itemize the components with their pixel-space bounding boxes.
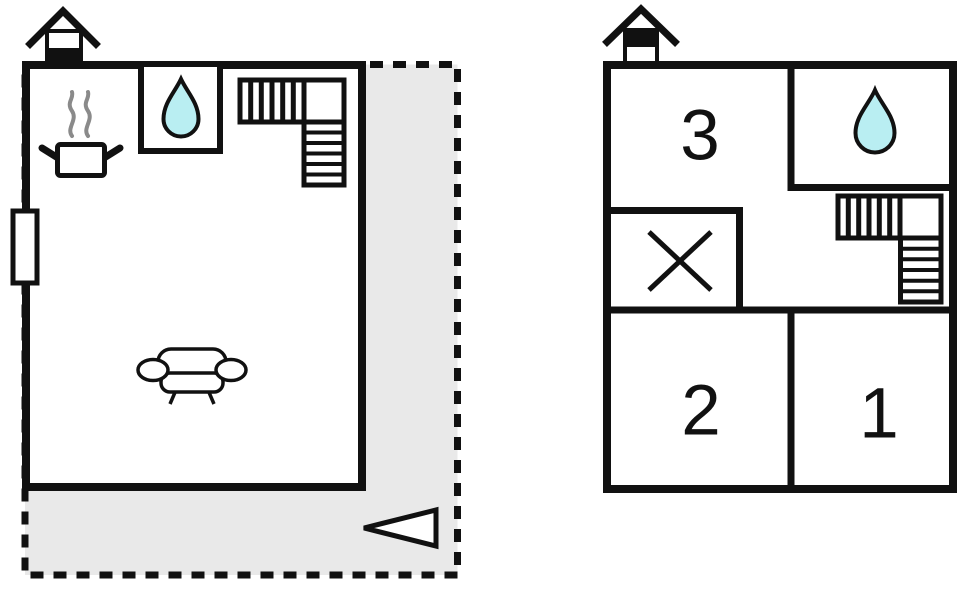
upper-floor-room-3-label: 3	[680, 96, 720, 176]
crossed-room-icon	[611, 207, 743, 310]
water-drop-icon	[161, 74, 201, 139]
upper-floor-plan	[602, 4, 957, 493]
bathroom-box	[138, 61, 223, 154]
stove-icon	[38, 90, 124, 178]
water-drop-icon	[853, 84, 897, 155]
upper-floor-room-1-label: 1	[859, 374, 899, 454]
sofa-icon	[136, 347, 248, 405]
entrance-arrow-icon	[363, 506, 439, 550]
ground-floor-plan	[10, 6, 461, 579]
stairs-icon	[835, 193, 944, 305]
upper-floor-room-2-label: 2	[681, 371, 721, 451]
stairs-icon	[237, 77, 347, 188]
chimney-icon	[25, 6, 101, 67]
window-icon	[10, 208, 40, 286]
bathroom-walls	[787, 65, 953, 191]
chimney-icon	[602, 4, 680, 66]
